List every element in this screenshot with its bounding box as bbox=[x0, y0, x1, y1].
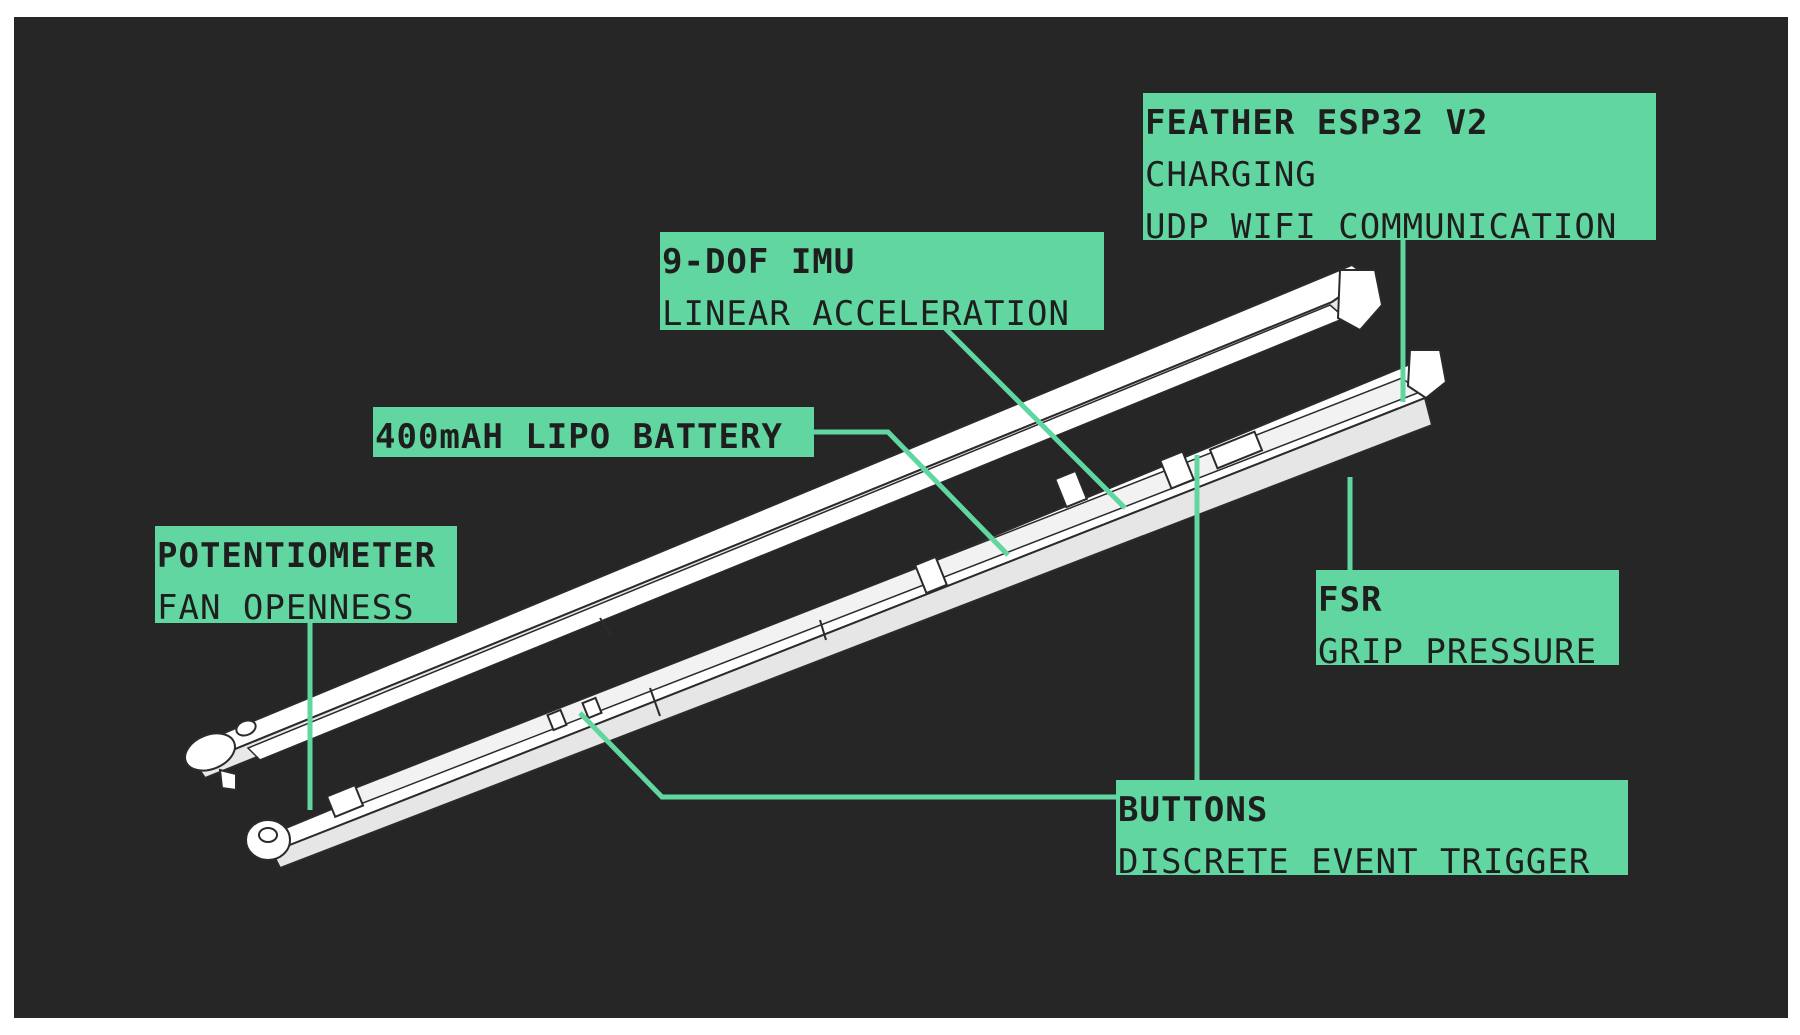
callout-potentiometer: POTENTIOMETER FAN OPENNESS bbox=[155, 526, 457, 623]
callout-buttons: BUTTONS DISCRETE EVENT TRIGGER bbox=[1116, 780, 1628, 875]
callout-battery: 400mAH LIPO BATTERY bbox=[373, 407, 814, 457]
callout-feather-line-2: UDP WIFI COMMUNICATION bbox=[1145, 207, 1618, 240]
callout-feather-title: FEATHER ESP32 V2 bbox=[1145, 103, 1489, 143]
leader-buttons-a bbox=[578, 711, 1118, 800]
callout-imu-title: 9-DOF IMU bbox=[662, 242, 856, 282]
leader-battery bbox=[812, 429, 1010, 557]
leader-lines bbox=[307, 237, 1406, 810]
leader-imu bbox=[943, 326, 1127, 510]
callout-battery-title: 400mAH LIPO BATTERY bbox=[375, 417, 783, 457]
callout-feather: FEATHER ESP32 V2 CHARGING UDP WIFI COMMU… bbox=[1143, 93, 1656, 240]
lower-arm bbox=[245, 349, 1448, 870]
callout-pot-line-1: FAN OPENNESS bbox=[157, 588, 415, 623]
upper-arm bbox=[184, 263, 1384, 792]
callout-buttons-line-1: DISCRETE EVENT TRIGGER bbox=[1118, 842, 1591, 875]
callout-imu: 9-DOF IMU LINEAR ACCELERATION bbox=[660, 232, 1104, 330]
callout-pot-title: POTENTIOMETER bbox=[157, 536, 437, 576]
callout-fsr: FSR GRIP PRESSURE bbox=[1316, 570, 1619, 665]
callout-fsr-line-1: GRIP PRESSURE bbox=[1318, 632, 1598, 665]
callout-buttons-title: BUTTONS bbox=[1118, 790, 1269, 830]
callout-feather-line-1: CHARGING bbox=[1145, 155, 1317, 195]
callout-fsr-title: FSR bbox=[1318, 580, 1383, 620]
callout-imu-line-1: LINEAR ACCELERATION bbox=[662, 294, 1070, 330]
